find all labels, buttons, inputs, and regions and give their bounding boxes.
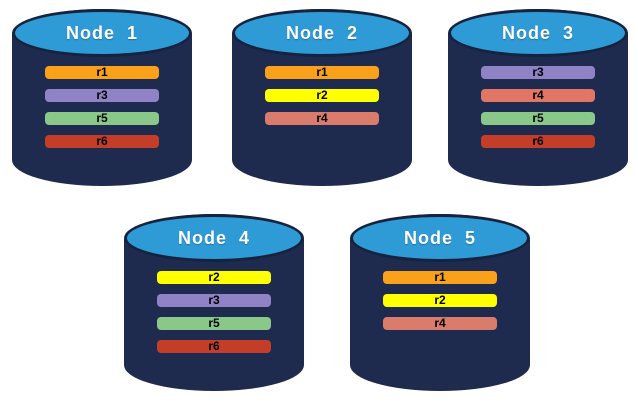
replica-bar-r5: r5 [157,317,271,330]
replica-bar-r3: r3 [45,89,159,102]
database-node-4: Node 4 r2 r3 r5 r6 [124,214,304,391]
node-label: Node 1 [65,22,138,43]
replica-list: r2 r3 r5 r6 [157,271,271,353]
node-label: Node 2 [285,22,358,43]
replica-bar-r5: r5 [45,112,159,125]
database-node-3: Node 3 r3 r4 r5 r6 [448,9,628,186]
cylinder-top-ellipse: Node 3 [448,9,628,57]
cylinder-top-ellipse: Node 1 [12,9,192,57]
replica-bar-r4: r4 [265,112,379,125]
cylinder-top-ellipse: Node 5 [350,214,530,262]
replica-bar-r2: r2 [265,89,379,102]
node-label: Node 3 [501,22,574,43]
database-node-5: Node 5 r1 r2 r4 [350,214,530,391]
replica-list: r1 r3 r5 r6 [45,66,159,148]
replica-bar-r6: r6 [157,340,271,353]
replica-bar-r5: r5 [481,112,595,125]
node-label: Node 4 [177,227,250,248]
replica-bar-r6: r6 [481,135,595,148]
replica-bar-r1: r1 [45,66,159,79]
database-node-2: Node 2 r1 r2 r4 [232,9,412,186]
replica-list: r3 r4 r5 r6 [481,66,595,148]
database-node-1: Node 1 r1 r3 r5 r6 [12,9,192,186]
cylinder-top-ellipse: Node 2 [232,9,412,57]
cylinder-top-ellipse: Node 4 [124,214,304,262]
replica-bar-r6: r6 [45,135,159,148]
node-label: Node 5 [403,227,476,248]
replica-bar-r2: r2 [383,294,497,307]
replica-list: r1 r2 r4 [265,66,379,125]
replica-bar-r3: r3 [157,294,271,307]
replica-bar-r4: r4 [383,317,497,330]
replica-list: r1 r2 r4 [383,271,497,330]
replica-bar-r1: r1 [383,271,497,284]
replica-bar-r3: r3 [481,66,595,79]
replica-bar-r4: r4 [481,89,595,102]
replica-bar-r2: r2 [157,271,271,284]
replica-bar-r1: r1 [265,66,379,79]
